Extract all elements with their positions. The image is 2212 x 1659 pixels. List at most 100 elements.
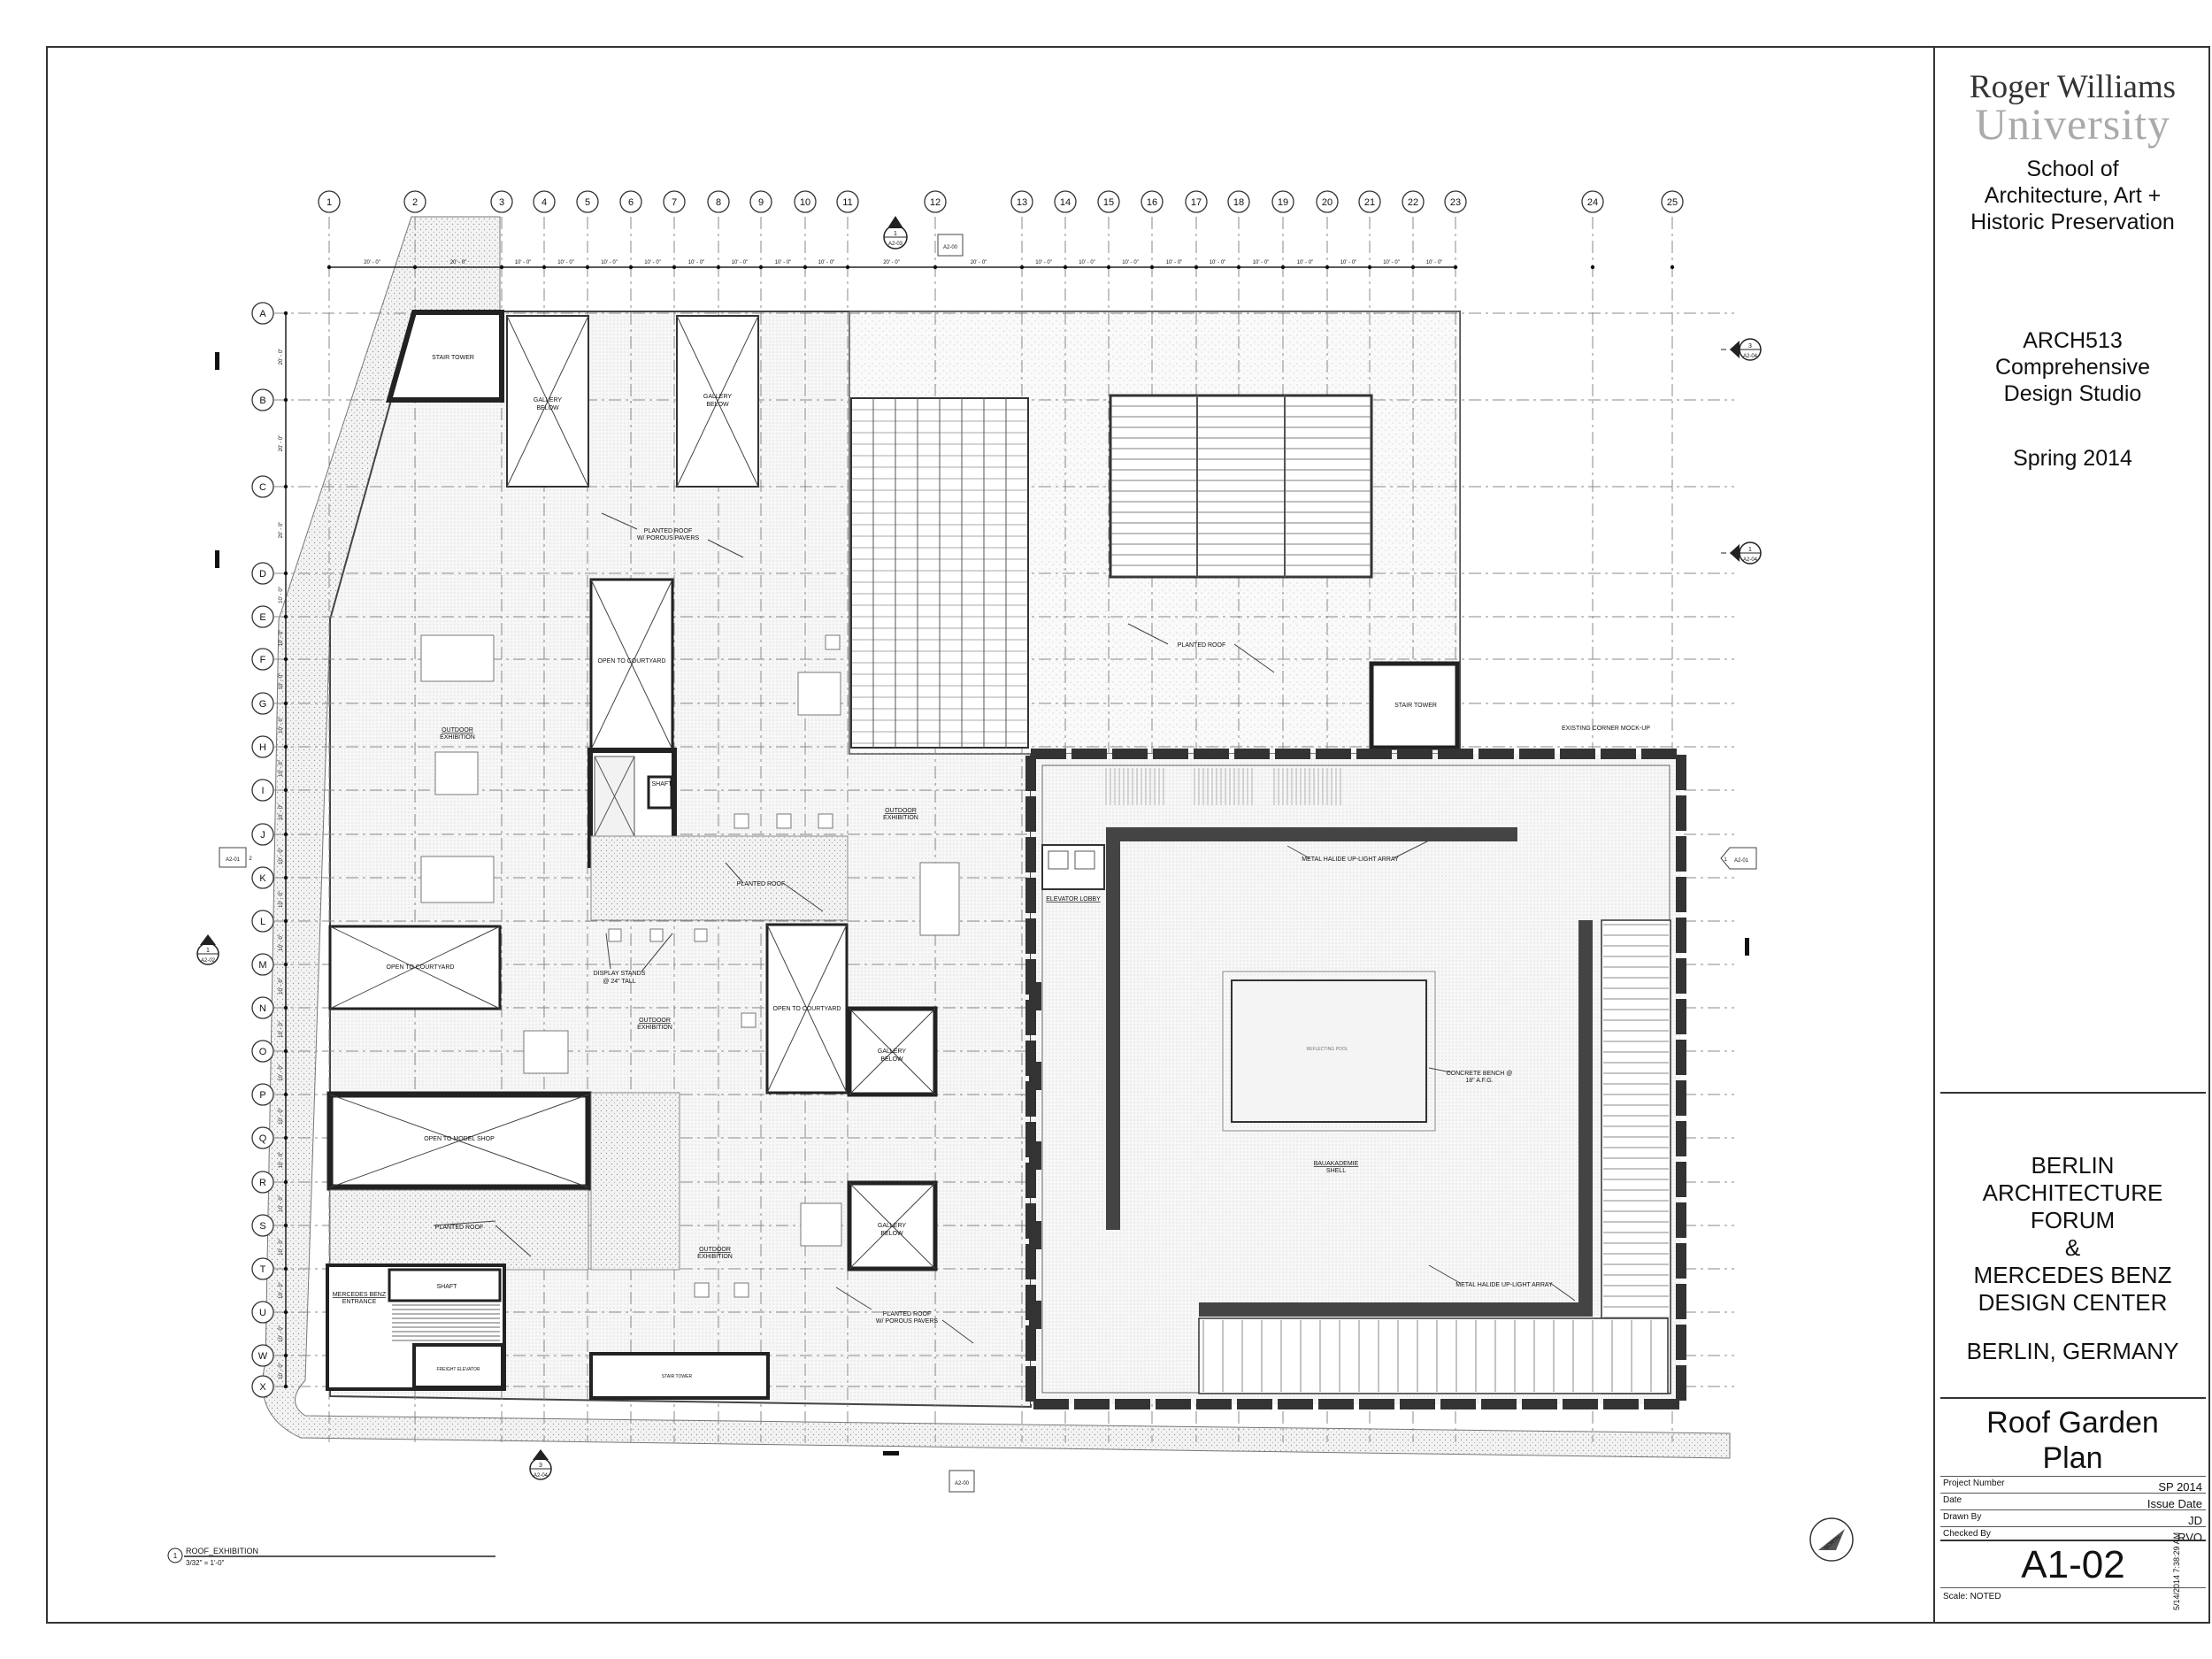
row-dimension-text: 10' - 0" bbox=[279, 1195, 284, 1212]
grid-bubble-label: K bbox=[259, 873, 266, 884]
svg-text:A2-01: A2-01 bbox=[226, 857, 241, 863]
grid-bubble-row: F bbox=[251, 648, 288, 671]
grid-bubble-label: 4 bbox=[541, 197, 547, 208]
grid-bubble-circle bbox=[1185, 190, 1208, 213]
svg-text:ROOF_EXHIBITION: ROOF_EXHIBITION bbox=[186, 1547, 258, 1555]
dimension-tick bbox=[283, 1310, 288, 1315]
grid-bubble-circle bbox=[924, 190, 947, 213]
dimension-tick bbox=[283, 1384, 288, 1389]
label-reflecting-pool: REFLECTING POOL bbox=[1307, 1047, 1348, 1052]
label-outdoor-exhibition-1b: EXHIBITION bbox=[440, 734, 475, 741]
label-display-stands-b: @ 24" TALL bbox=[603, 979, 635, 985]
svg-text:A2-00: A2-00 bbox=[955, 1481, 970, 1486]
grid-bubble-col: 9 bbox=[749, 190, 772, 270]
column-dimension-text: 10' - 0" bbox=[1166, 260, 1183, 265]
dimension-tick bbox=[585, 265, 590, 270]
dimension-tick bbox=[1019, 265, 1025, 270]
label-gallery-below-2b: BELOW bbox=[706, 402, 729, 408]
label-open-courtyard-2: OPEN TO COURTYARD bbox=[387, 964, 455, 971]
grid-bubble-col: 1 bbox=[318, 190, 341, 270]
elevation-mark-right: A2-01 1 bbox=[1720, 847, 1757, 870]
dimension-tick bbox=[1063, 265, 1068, 270]
dimension-tick bbox=[672, 265, 677, 270]
grid-bubble-col: 11 bbox=[836, 190, 859, 270]
grid-bubble-label: H bbox=[259, 742, 266, 753]
grid-bubble-label: 18 bbox=[1233, 197, 1244, 208]
grid-bubble-col: 13 bbox=[1010, 190, 1033, 270]
label-outdoor-exhibition-4a: OUTDOOR bbox=[699, 1247, 731, 1253]
row-dimension-text: 10' - 0" bbox=[279, 630, 284, 647]
ref-tag-top: A2-00 bbox=[937, 234, 964, 257]
grid-bubble-circle bbox=[707, 190, 730, 213]
project-line-1: BERLIN bbox=[2031, 1152, 2115, 1179]
label-gallery-below-2a: GALLERY bbox=[703, 394, 732, 400]
svg-text:A2-00: A2-00 bbox=[943, 245, 958, 250]
label-planted-roof-porous-2b: W/ POROUS PAVERS bbox=[876, 1318, 938, 1325]
grid-bubble-circle bbox=[1141, 190, 1164, 213]
grid-bubble-circle bbox=[251, 475, 274, 498]
dimension-tick bbox=[283, 311, 288, 316]
grid-bubble-row: I bbox=[251, 779, 288, 802]
grid-bubble-col: 17 bbox=[1185, 190, 1208, 270]
dimension-tick bbox=[283, 614, 288, 619]
section-marks: 1 A2-03 A2-00 3 A2-04 1 A2-04 A2-01 2 bbox=[196, 216, 1762, 1493]
grid-bubble-label: M bbox=[258, 960, 266, 971]
label-bauakademie-b: SHELL bbox=[1326, 1168, 1346, 1174]
grid-bubble-circle bbox=[318, 190, 341, 213]
grid-bubble-circle bbox=[403, 190, 426, 213]
grid-bubble-label: 19 bbox=[1278, 197, 1288, 208]
row-dimension-text: 10' - 0" bbox=[279, 891, 284, 908]
column-dimension-text: 10' - 0" bbox=[1079, 260, 1095, 265]
grid-bubble-label: N bbox=[259, 1003, 266, 1014]
dimension-tick bbox=[326, 265, 332, 270]
grid-bubble-label: D bbox=[259, 569, 266, 580]
grid-bubble-circle bbox=[251, 779, 274, 802]
grid-bubble-label: 23 bbox=[1450, 197, 1461, 208]
column-dimension-text: 10' - 0" bbox=[557, 260, 574, 265]
column-dimension-text: 10' - 0" bbox=[1426, 260, 1443, 265]
grid-bubble-label: 7 bbox=[672, 197, 677, 208]
grid-bubble-circle bbox=[1227, 190, 1250, 213]
grid-bubble-label: R bbox=[259, 1178, 266, 1188]
column-dimension-text: 10' - 0" bbox=[1253, 260, 1270, 265]
grid-bubble-row: J bbox=[251, 823, 288, 846]
grid-bubble-circle bbox=[576, 190, 599, 213]
column-dimension-text: 20' - 0" bbox=[364, 260, 380, 265]
grid-bubble-row: K bbox=[251, 866, 288, 889]
grid-bubble-label: 20 bbox=[1322, 197, 1333, 208]
grid-bubble-label: 8 bbox=[716, 197, 721, 208]
column-dimension-text: 10' - 0" bbox=[688, 260, 705, 265]
dimension-tick bbox=[1325, 265, 1330, 270]
grid-bubble-circle bbox=[251, 648, 274, 671]
school-name: School of Architecture, Art + Historic P… bbox=[1935, 156, 2210, 235]
label-gallery-below-4b: BELOW bbox=[880, 1231, 903, 1237]
grid-bubble-circle bbox=[251, 1171, 274, 1194]
grid-bubble-label: T bbox=[260, 1264, 266, 1275]
dimension-tick bbox=[283, 1179, 288, 1185]
grid-bubble-circle bbox=[794, 190, 817, 213]
grid-dimensions: 20' - 0" 20' - 0" 10' - 0" 10' - 0" 10' - 0"… bbox=[279, 260, 1442, 1379]
dimension-tick bbox=[1236, 265, 1241, 270]
grid-bubble-label: U bbox=[259, 1308, 266, 1318]
logo-line-1: Roger Williams bbox=[1969, 69, 2177, 105]
plot-timestamp: 5/14/2014 7:38:29 AM bbox=[2172, 1532, 2181, 1610]
label-planted-roof-center: PLANTED ROOF bbox=[737, 881, 785, 887]
label-outdoor-exhibition-4b: EXHIBITION bbox=[697, 1254, 733, 1260]
row-dimension-text: 20' - 0" bbox=[279, 522, 284, 539]
grid-bubble-col: 24 bbox=[1581, 190, 1604, 270]
grid-bubble-label: 12 bbox=[930, 197, 941, 208]
column-dimension-text: 20' - 0" bbox=[971, 260, 987, 265]
dimension-tick bbox=[845, 265, 850, 270]
label-shaft-2: SHAFT bbox=[437, 1284, 458, 1290]
row-dimension-text: 10' - 0" bbox=[279, 1152, 284, 1169]
grid-bubble-label: 13 bbox=[1017, 197, 1027, 208]
grid-bubble-label: 2 bbox=[412, 197, 418, 208]
logo-line-2: University bbox=[1974, 99, 2171, 149]
label-stair-tower-nw: STAIR TOWER bbox=[432, 355, 474, 361]
grid-bubble-row: D bbox=[251, 562, 288, 585]
grid-bubble-circle bbox=[1271, 190, 1294, 213]
grid-bubble-label: J bbox=[260, 830, 265, 841]
grid-bubble-col: 2 bbox=[403, 190, 426, 270]
grid-bubble-label: F bbox=[260, 655, 266, 665]
